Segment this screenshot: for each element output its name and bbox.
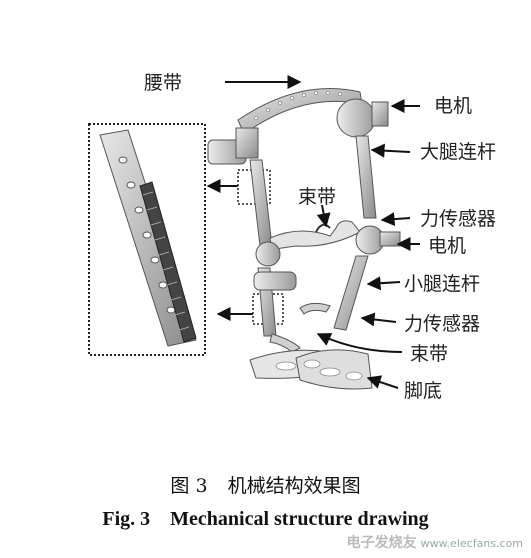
- leader-arrows: [206, 75, 420, 389]
- caption-cn-number: 图 3: [170, 475, 208, 497]
- exoskeleton-figure: 腰带 电机 大腿连杆 束带 力传感器 电机 小腿连杆 力传感器 束带 脚底: [88, 72, 496, 402]
- detail-box-shank: [252, 293, 284, 325]
- label-motor-top: 电机: [434, 95, 472, 117]
- label-shank-link: 小腿连杆: [404, 273, 480, 295]
- label-thigh-link: 大腿连杆: [420, 141, 496, 163]
- label-force-sensor-lower: 力传感器: [404, 313, 480, 335]
- caption-english: Fig. 3 Mechanical structure drawing: [0, 508, 531, 531]
- caption-en-number: Fig. 3: [102, 508, 151, 530]
- watermark-url: www.elecfans.com: [420, 537, 523, 550]
- caption-chinese: 图 3 机械结构效果图: [0, 471, 531, 498]
- label-strap-lower: 束带: [410, 343, 448, 365]
- caption-en-title: Mechanical structure drawing: [170, 508, 429, 530]
- label-force-sensor-upper: 力传感器: [420, 208, 496, 230]
- label-waist-belt: 腰带: [144, 72, 182, 94]
- label-motor-knee: 电机: [428, 235, 466, 257]
- label-sole: 脚底: [404, 380, 442, 402]
- exoskeleton-drawing: [207, 88, 401, 390]
- zoom-inset: [88, 123, 206, 356]
- watermark-logo: 电子发烧友: [346, 535, 417, 551]
- label-strap-upper: 束带: [298, 186, 336, 208]
- caption-cn-title: 机械结构效果图: [227, 475, 361, 497]
